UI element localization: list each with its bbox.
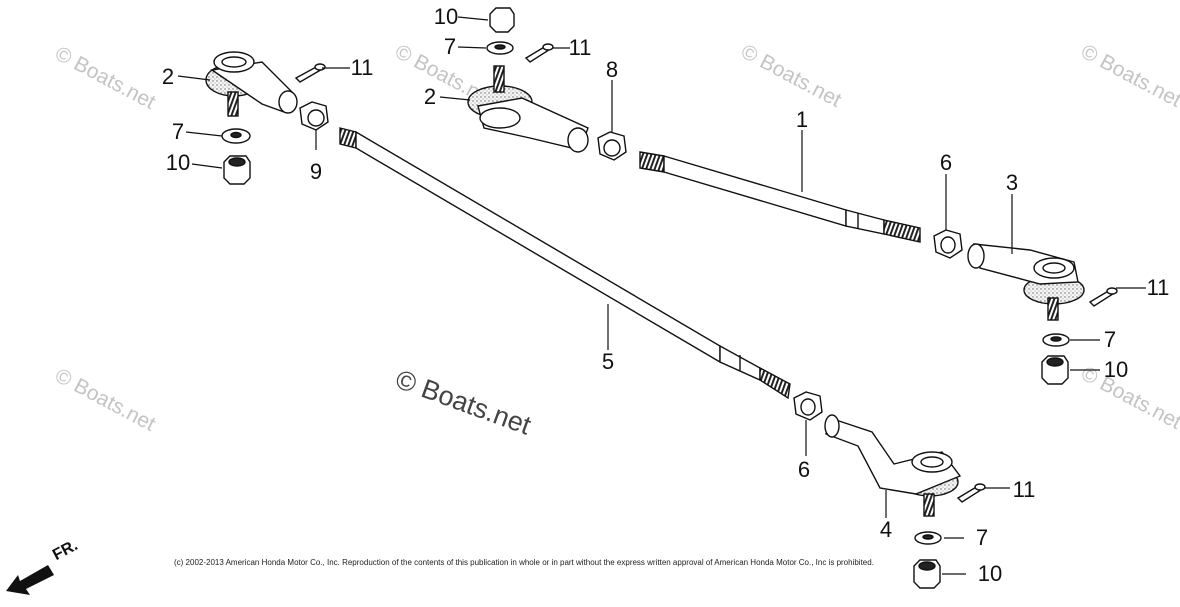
- castle-nut-10-right: [1041, 355, 1069, 385]
- tie-rod-5: [339, 127, 791, 400]
- callout-10: 10: [165, 150, 191, 175]
- cotter-pin-11-left: [294, 63, 326, 83]
- nut-9: [299, 101, 329, 131]
- callout-10: 10: [1103, 357, 1129, 382]
- nut-6-upper: [933, 229, 963, 259]
- callout-10: 10: [977, 561, 1003, 586]
- callout-9: 9: [309, 159, 323, 184]
- tie-rod-end-4: [824, 414, 962, 517]
- callout-8: 8: [605, 57, 619, 82]
- castle-nut-10-left: [223, 155, 251, 185]
- cotter-pin-11-bottom: [956, 483, 986, 503]
- callout-6: 6: [939, 150, 953, 175]
- washer-7-left: [221, 128, 251, 144]
- washer-7-right: [1042, 333, 1070, 347]
- callout-2: 2: [161, 64, 175, 89]
- castle-nut-10-top: [489, 7, 515, 33]
- callout-11: 11: [568, 35, 592, 60]
- callout-7: 7: [443, 34, 457, 59]
- cotter-pin-11-top: [524, 43, 554, 63]
- tie-rod-end-2-center: [467, 65, 589, 153]
- callout-4: 4: [879, 517, 893, 542]
- callout-11: 11: [1012, 477, 1036, 502]
- callout-7: 7: [1103, 327, 1117, 352]
- nut-6-lower: [793, 391, 823, 421]
- copyright-notice: (c) 2002-2013 American Honda Motor Co., …: [174, 558, 874, 567]
- callout-7: 7: [171, 119, 185, 144]
- callout-7: 7: [975, 525, 989, 550]
- washer-7-bottom: [914, 531, 942, 545]
- nut-8: [597, 131, 627, 161]
- callout-11: 11: [1146, 275, 1170, 300]
- cotter-pin-11-right: [1088, 287, 1118, 307]
- tie-rod-1: [639, 151, 921, 243]
- castle-nut-10-bottom: [913, 559, 941, 589]
- front-direction-indicator: FR.: [4, 537, 94, 597]
- callout-3: 3: [1005, 170, 1019, 195]
- callout-10: 10: [433, 4, 459, 29]
- callout-5: 5: [601, 349, 615, 374]
- tie-rod-end-3: [967, 243, 1085, 321]
- washer-7-top: [486, 41, 514, 55]
- callout-6: 6: [797, 457, 811, 482]
- callout-11: 11: [350, 55, 374, 80]
- leader-lines: [177, 16, 1146, 575]
- callout-2: 2: [423, 84, 437, 109]
- tie-rod-end-2-left: [205, 51, 298, 117]
- arrow-icon: [6, 565, 54, 595]
- callout-1: 1: [795, 107, 809, 132]
